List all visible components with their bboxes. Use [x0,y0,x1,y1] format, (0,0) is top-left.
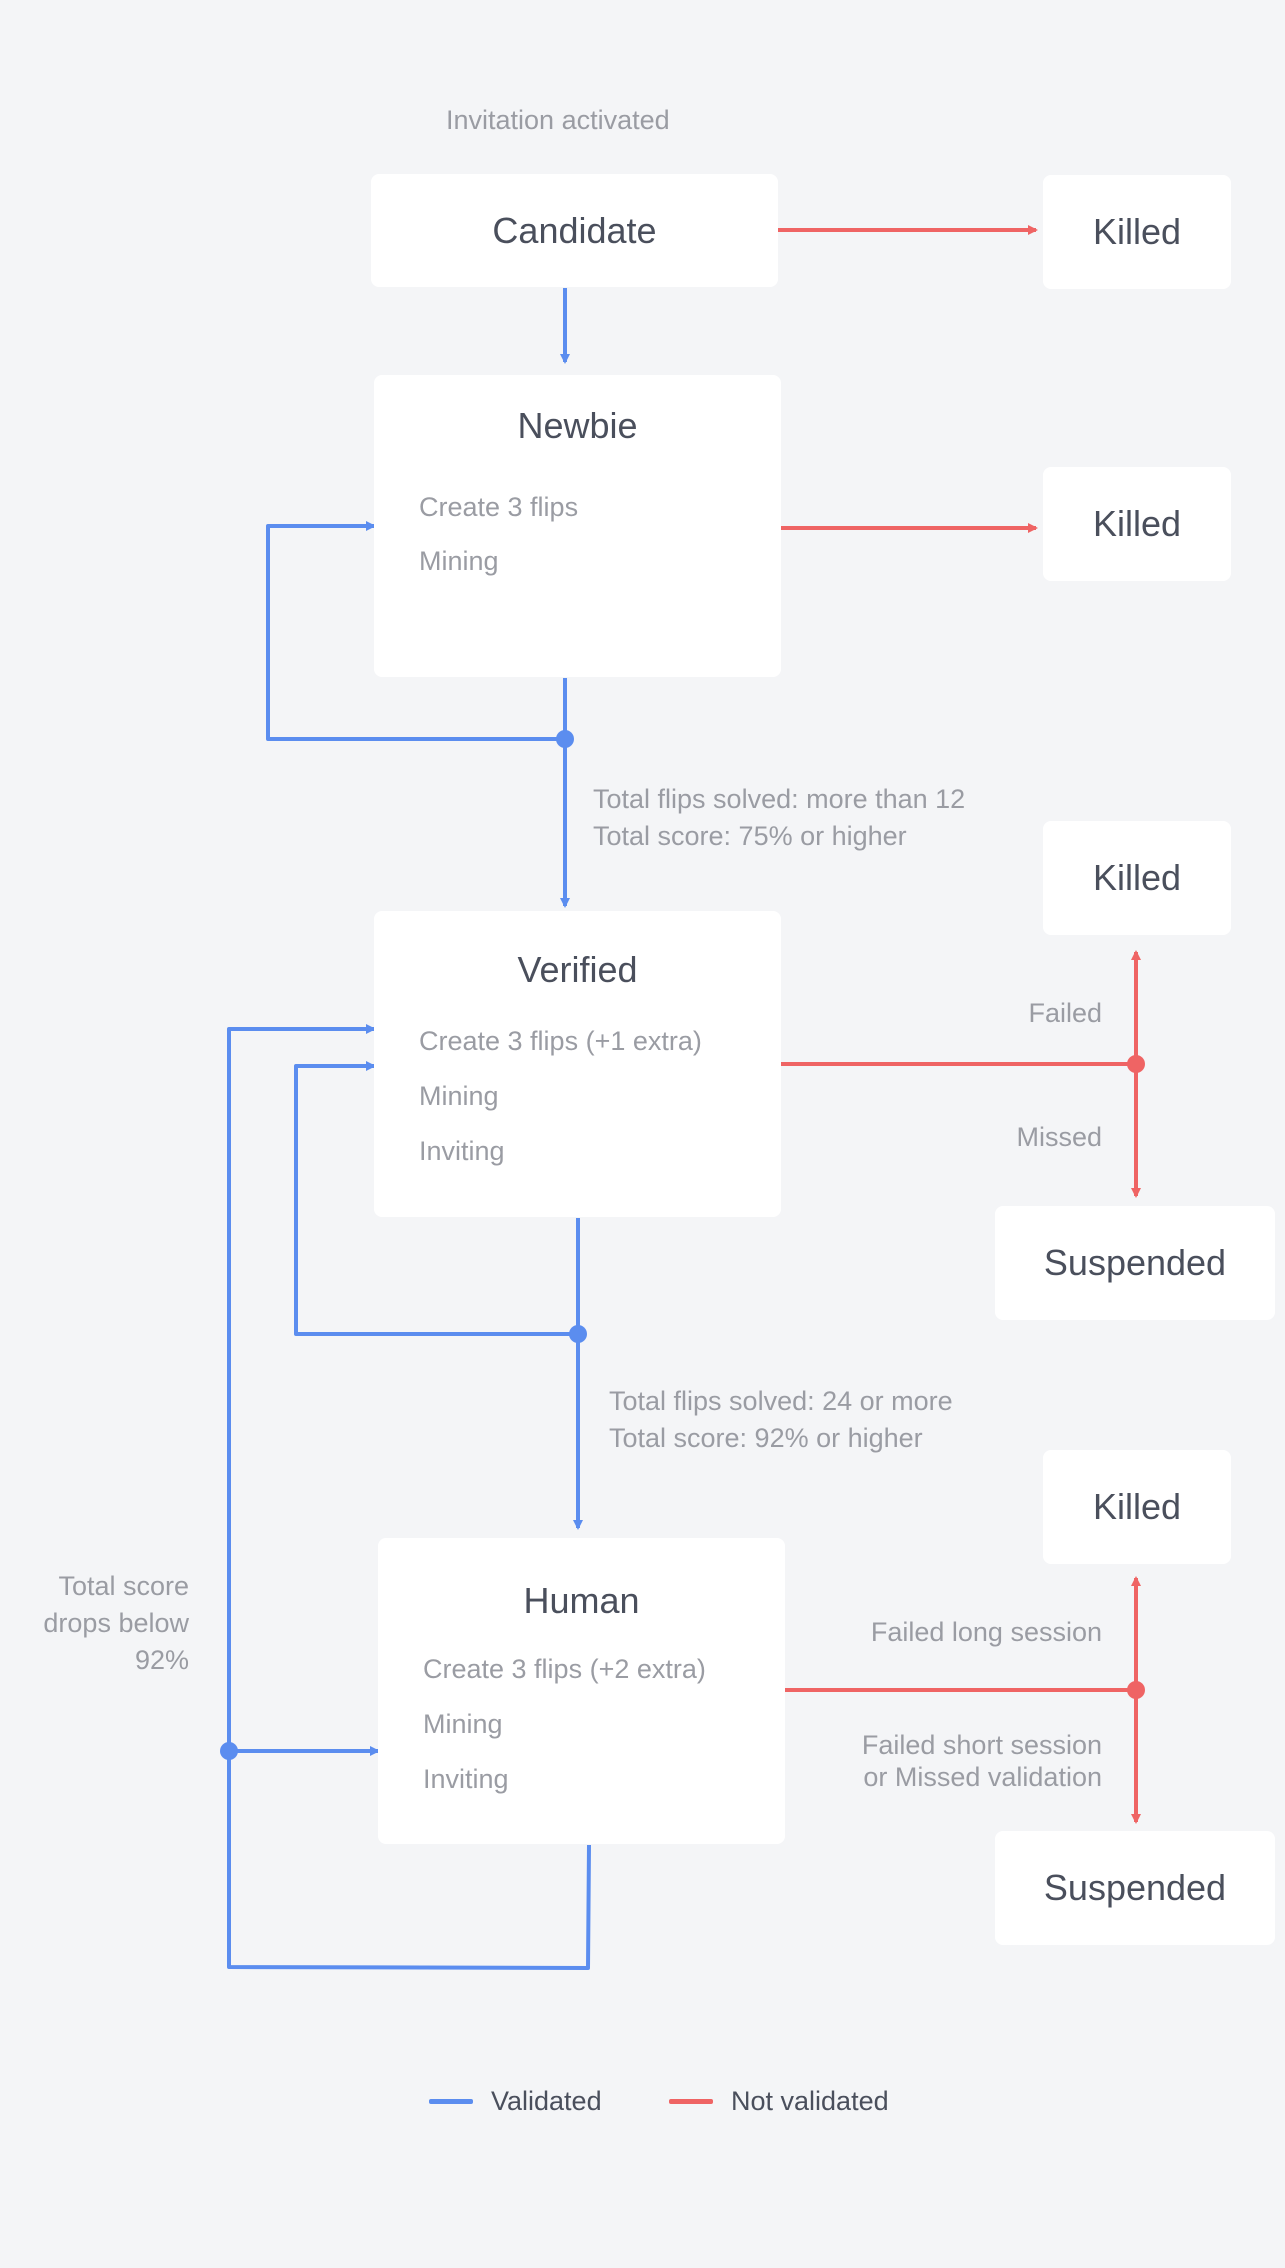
arrow-verified-self-loop [294,1061,580,1336]
legend-validated: Validated [429,2086,602,2117]
junction-newbie [556,730,574,748]
state-item: Inviting [419,1136,505,1166]
state-title: Killed [1092,211,1182,252]
label-failed-short-session: Failed short session or Missed validatio… [861,1730,1102,1792]
state-title: Suspended [1043,1867,1227,1908]
state-killed-3: Killed [1043,821,1231,935]
state-item: Inviting [423,1764,509,1794]
invitation-activated-label: Invitation activated [446,105,670,135]
legend-not-validated: Not validated [669,2086,889,2117]
state-title: Killed [1092,857,1182,898]
label-missed: Missed [1016,1122,1102,1152]
state-suspended-1: Suspended [995,1206,1275,1320]
state-candidate: Candidate [371,174,778,287]
legend-swatch-blue [429,2099,473,2104]
state-title: Killed [1092,1486,1182,1527]
state-killed-1: Killed [1043,175,1231,289]
legend-swatch-red [669,2099,713,2104]
state-suspended-2: Suspended [995,1831,1275,1945]
junction-human-loop [220,1742,238,1760]
state-item: Mining [419,546,499,576]
state-item: Mining [423,1709,503,1739]
arrow-newbie-self-loop [266,521,567,741]
state-item: Create 3 flips (+1 extra) [419,1026,702,1056]
label-failed: Failed [1028,998,1102,1028]
junction-verified [569,1325,587,1343]
state-title: Newbie [517,405,638,446]
state-title: Suspended [1043,1242,1227,1283]
state-newbie: Newbie Create 3 flips Mining [374,375,781,677]
junction-human-red [1127,1681,1145,1699]
state-title: Candidate [492,209,657,251]
state-item: Create 3 flips [419,492,579,522]
condition-verified-to-human: Total flips solved: 24 or more Total sco… [609,1386,953,1453]
state-item: Mining [419,1081,499,1111]
legend-label: Not validated [731,2086,889,2116]
state-title: Verified [517,949,638,990]
arrow-human-demotion-loop [227,1024,591,1970]
state-human: Human Create 3 flips (+2 extra) Mining I… [378,1538,785,1844]
state-killed-4: Killed [1043,1450,1231,1564]
state-item: Create 3 flips (+2 extra) [423,1654,706,1684]
state-title: Killed [1092,503,1182,544]
legend-label: Validated [491,2086,602,2116]
state-verified: Verified Create 3 flips (+1 extra) Minin… [374,911,781,1217]
state-title: Human [523,1580,640,1621]
label-failed-long-session: Failed long session [870,1617,1102,1647]
condition-newbie-to-verified: Total flips solved: more than 12 Total s… [593,784,966,851]
state-killed-2: Killed [1043,467,1231,581]
label-score-drop: Total score drops below 92% [43,1571,189,1675]
junction-verified-red [1127,1055,1145,1073]
